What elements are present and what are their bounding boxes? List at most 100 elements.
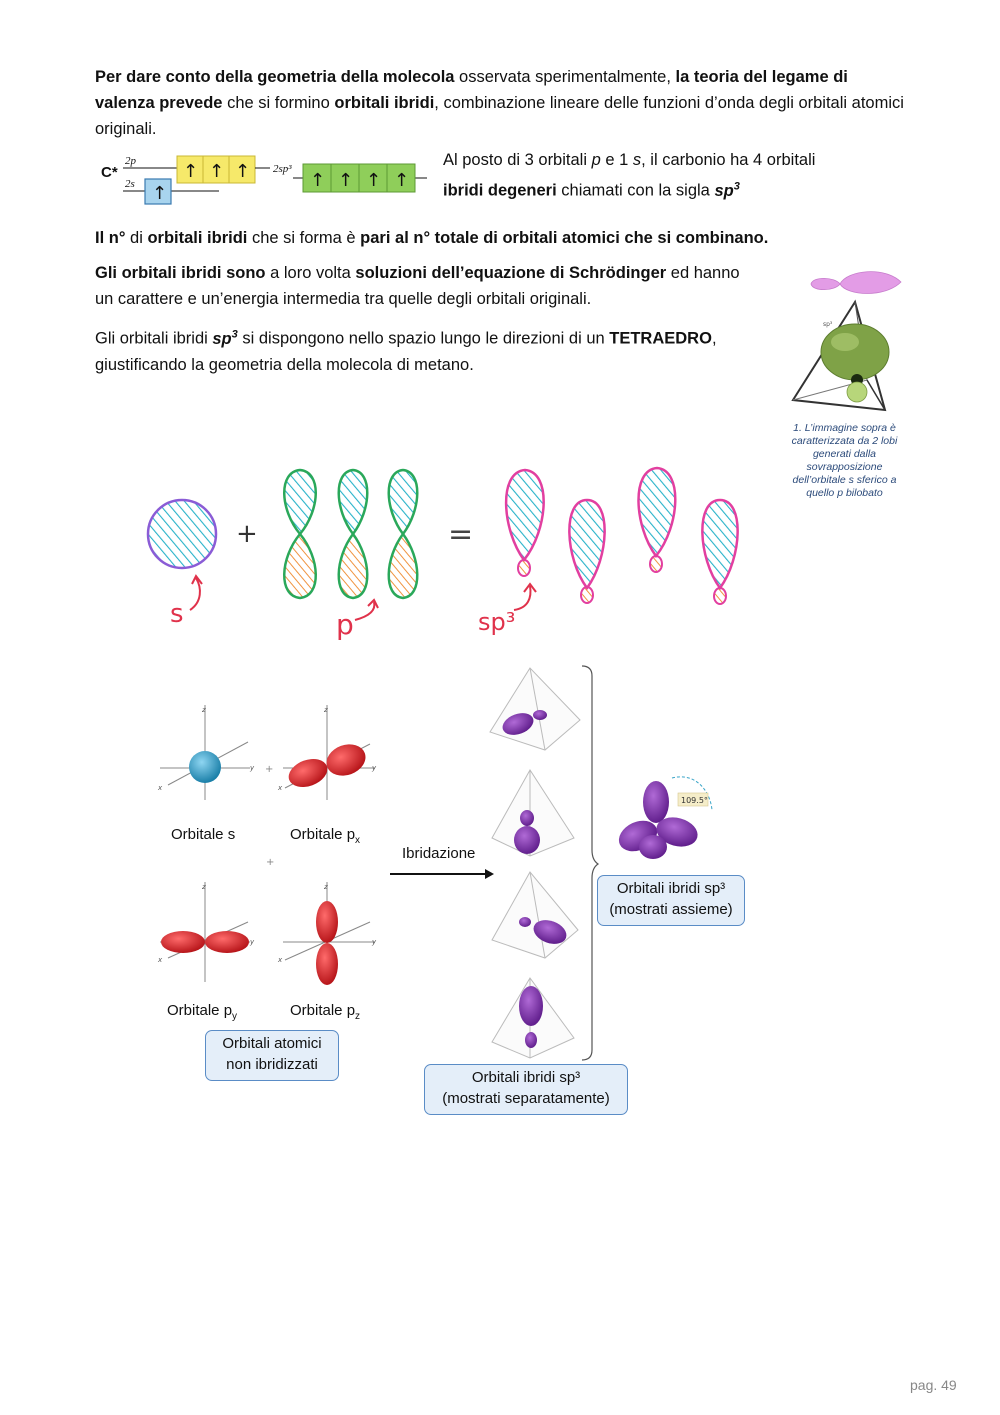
2p-box-2 <box>202 155 230 184</box>
para1-text-3: un carattere e un’energia intermedia tra… <box>95 290 592 308</box>
side-note: Al posto di 3 orbitali p e 1 s, il carbo… <box>443 147 883 204</box>
px-sub: x <box>355 835 361 846</box>
side-text-1: Al posto di 3 orbitali <box>443 151 592 169</box>
sp3-box-1 <box>302 163 332 193</box>
s-label: s <box>170 599 184 629</box>
side-sp: sp <box>714 181 734 200</box>
rule-text-2: che si forma è <box>247 229 361 247</box>
orbital-s-graphic: z y x <box>157 705 255 800</box>
p-orbital-sketch-1 <box>283 468 317 600</box>
2s-box <box>144 178 172 205</box>
sp3-label: sp³ <box>478 608 515 636</box>
side-bold-1: ibridi degeneri <box>443 181 557 200</box>
2p-electron-arrow-3: ↑ <box>235 161 250 182</box>
rule-bold-3: pari al n° totale di orbitali atomici ch… <box>360 229 769 247</box>
2s-electron-arrow: ↑ <box>152 183 167 204</box>
hybridization-sketch: s + p = sp³ <box>146 466 739 641</box>
rule-paragraph: Il n° di orbitali ibridi che si forma è … <box>95 225 915 251</box>
para2-text-4: giustificando la geometria della molecol… <box>95 355 474 374</box>
plus-2: + <box>266 857 274 868</box>
orbital-pz-graphic: z y x <box>277 882 377 985</box>
rule-text-1: di <box>125 229 148 247</box>
rule-bold-1: Il n° <box>95 229 126 247</box>
svg-text:z: z <box>323 883 328 891</box>
p-label: p <box>336 608 354 641</box>
para2-text-2: si dispongono nello spazio lungo le dire… <box>237 329 610 348</box>
sp3-box-4 <box>386 163 416 193</box>
plus-1: + <box>265 764 273 775</box>
atomici-line-2: non ibridizzati <box>226 1056 318 1073</box>
sp3-tetrahedron-illustration: sp³ <box>791 271 902 412</box>
sp3-pointer-arrow <box>513 585 532 611</box>
svg-text:x: x <box>157 956 163 964</box>
para1-bold-2: soluzioni dell’equazione di Schrödinger <box>355 264 667 282</box>
intro-text-2: che si formino <box>222 94 335 112</box>
svg-text:x: x <box>277 784 283 792</box>
svg-text:y: y <box>249 764 255 772</box>
orbital-py-graphic: z y x <box>157 882 255 982</box>
hybrid-solutions-paragraph: Gli orbitali ibridi sono a loro volta so… <box>95 260 785 312</box>
atom-label: C* <box>101 164 118 181</box>
p-orbital-sketch-2 <box>337 468 369 600</box>
sp3-small-label: sp³ <box>823 321 833 328</box>
assieme-box: Orbitali ibridi sp³ (mostrati assieme) <box>597 875 745 926</box>
2p-box-3 <box>228 155 256 184</box>
figure-caption: 1. L’immagine sopra è caratterizzata da … <box>791 422 898 499</box>
side-p: p <box>591 151 601 169</box>
sp3-box-3 <box>358 163 388 193</box>
s-pointer-arrow <box>189 577 201 611</box>
svg-text:y: y <box>371 764 377 772</box>
svg-text:z: z <box>323 706 328 714</box>
intro-bold-3: orbitali ibridi <box>334 94 435 112</box>
page-number: pag. 49 <box>910 1377 957 1393</box>
px-text: Orbitale p <box>290 826 356 843</box>
intro-text-3: , combinazione lineare delle funzioni d’… <box>95 94 904 138</box>
separati-line-2: (mostrati separatamente) <box>442 1090 610 1107</box>
sp3-electron-arrow-4: ↑ <box>394 170 409 191</box>
orbitale-s-label: Orbitale s <box>171 826 236 843</box>
svg-text:x: x <box>157 784 163 792</box>
grouping-bracket <box>581 665 600 1061</box>
level-2p-label: 2p <box>125 155 137 167</box>
angle-label: 109.5° <box>681 796 708 805</box>
sp3-orbital-sketch-1 <box>504 468 545 577</box>
level-2sp3-label: 2sp³ <box>273 163 292 175</box>
svg-text:y: y <box>371 938 377 946</box>
sp3-electron-arrow-3: ↑ <box>366 170 381 191</box>
orbitale-py-label: Orbitale py <box>167 1002 237 1022</box>
side-text-3: , il carbonio ha 4 orbitali <box>641 151 816 169</box>
intro-paragraph: Per dare conto della geometria della mol… <box>95 64 910 142</box>
para2-text-3: , <box>711 329 717 348</box>
side-text-2: e 1 <box>600 151 633 169</box>
sp3-hybridization-figure: z y x + z y x + z y x z y x <box>157 665 713 1061</box>
atomici-line-1: Orbitali atomici <box>222 1035 322 1052</box>
para1-bold-1: Gli orbitali ibridi sono <box>95 264 266 282</box>
p-orbital-sketch-3 <box>387 468 419 600</box>
p-pointer-arrow <box>354 601 376 621</box>
side-sup: 3 <box>733 180 740 192</box>
tetra-separate-1 <box>489 667 581 751</box>
svg-text:x: x <box>277 956 283 964</box>
sp3-electron-arrow-2: ↑ <box>338 170 353 191</box>
side-s: s <box>632 151 642 169</box>
py-text: Orbitale p <box>167 1002 233 1019</box>
para2-text-1: Gli orbitali ibridi <box>95 329 213 348</box>
orbital-px-graphic: z y x <box>277 705 377 800</box>
tetra-separate-4 <box>491 977 575 1059</box>
pz-text: Orbitale p <box>290 1002 356 1019</box>
rule-bold-2: orbitali ibridi <box>147 229 248 247</box>
svg-text:z: z <box>201 883 206 891</box>
svg-text:y: y <box>249 938 255 946</box>
sp3-orbital-sketch-2 <box>568 498 606 604</box>
intro-bold-1: Per dare conto della geometria della mol… <box>95 68 455 86</box>
para1-text-2: ed hanno <box>666 264 740 282</box>
separati-line-1: Orbitali ibridi sp³ <box>471 1069 581 1086</box>
assieme-line-2: (mostrati assieme) <box>609 901 733 918</box>
sp3-electron-arrow-1: ↑ <box>310 170 325 191</box>
para2-bold-1: TETRAEDRO <box>609 329 712 348</box>
2p-electron-arrow-2: ↑ <box>209 161 224 182</box>
pz-sub: z <box>355 1011 361 1022</box>
intro-bold-2: la teoria del legame di valenza prevede <box>95 68 848 112</box>
sp3-orbital-sketch-4 <box>701 498 739 605</box>
orbitale-px-label: Orbitale px <box>290 826 360 846</box>
